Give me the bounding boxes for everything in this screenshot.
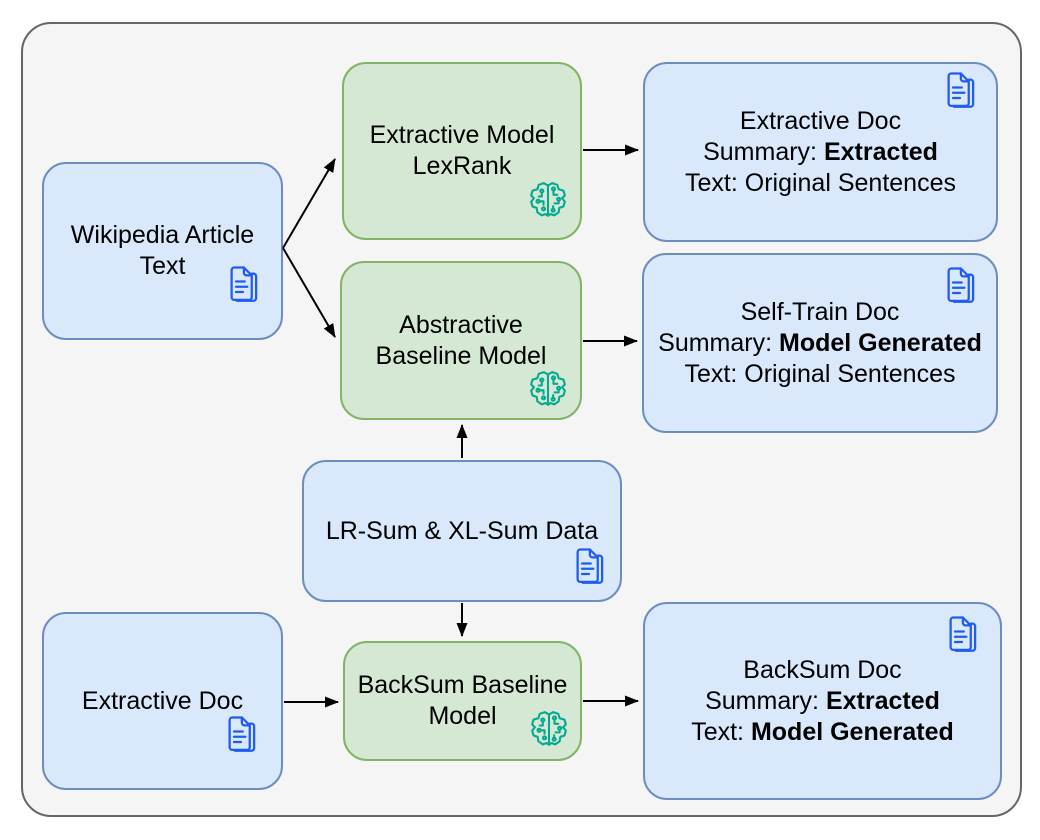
node-title: Self-Train Doc bbox=[740, 297, 900, 326]
node-summary-line: Summary: Extracted bbox=[705, 686, 940, 715]
node-text-line: Text: Model Generated bbox=[691, 717, 954, 746]
node-label: LexRank bbox=[412, 152, 512, 180]
ai-brain-icon bbox=[526, 180, 570, 224]
node-backsum-doc-summary: BackSum Doc Summary: Extracted Text: Mod… bbox=[643, 602, 1002, 800]
documents-icon bbox=[222, 264, 264, 306]
node-label: Text bbox=[139, 252, 186, 280]
node-summary-line: Summary: Extracted bbox=[703, 137, 938, 166]
node-abstractive-baseline-model: Abstractive Baseline Model bbox=[340, 261, 582, 420]
documents-icon bbox=[568, 546, 610, 588]
documents-icon bbox=[941, 614, 983, 656]
node-label: Wikipedia Article bbox=[70, 221, 255, 249]
ai-brain-icon bbox=[526, 369, 570, 413]
node-label: LR-Sum & XL-Sum Data bbox=[325, 516, 599, 545]
node-label: Extractive Doc bbox=[81, 686, 244, 715]
node-self-train-doc-summary: Self-Train Doc Summary: Model Generated … bbox=[642, 253, 998, 433]
node-label: Model bbox=[428, 702, 497, 730]
node-backsum-baseline-model: BackSum Baseline Model bbox=[343, 641, 582, 761]
documents-icon bbox=[939, 70, 981, 112]
node-label: Baseline Model bbox=[375, 341, 547, 370]
node-extractive-model-lexrank: Extractive Model LexRank bbox=[342, 62, 582, 240]
node-extractive-doc: Extractive Doc bbox=[42, 612, 283, 790]
node-text-line: Text: Original Sentences bbox=[685, 168, 956, 197]
node-summary-line: Summary: Model Generated bbox=[658, 328, 982, 357]
node-lr-sum-xl-sum-data: LR-Sum & XL-Sum Data bbox=[302, 460, 622, 602]
documents-icon bbox=[220, 714, 262, 756]
node-wikipedia-article-text: Wikipedia Article Text bbox=[42, 162, 283, 340]
node-text-line: Text: Original Sentences bbox=[684, 359, 956, 388]
documents-icon bbox=[939, 265, 981, 307]
node-extractive-doc-summary: Extractive Doc Summary: Extracted Text: … bbox=[643, 62, 998, 242]
node-title: Extractive Doc bbox=[739, 106, 902, 135]
ai-brain-icon bbox=[527, 709, 571, 753]
node-label: Extractive Model bbox=[369, 121, 555, 149]
node-label: BackSum Baseline bbox=[357, 671, 568, 699]
node-label: Abstractive bbox=[399, 310, 523, 339]
node-title: BackSum Doc bbox=[743, 655, 902, 684]
